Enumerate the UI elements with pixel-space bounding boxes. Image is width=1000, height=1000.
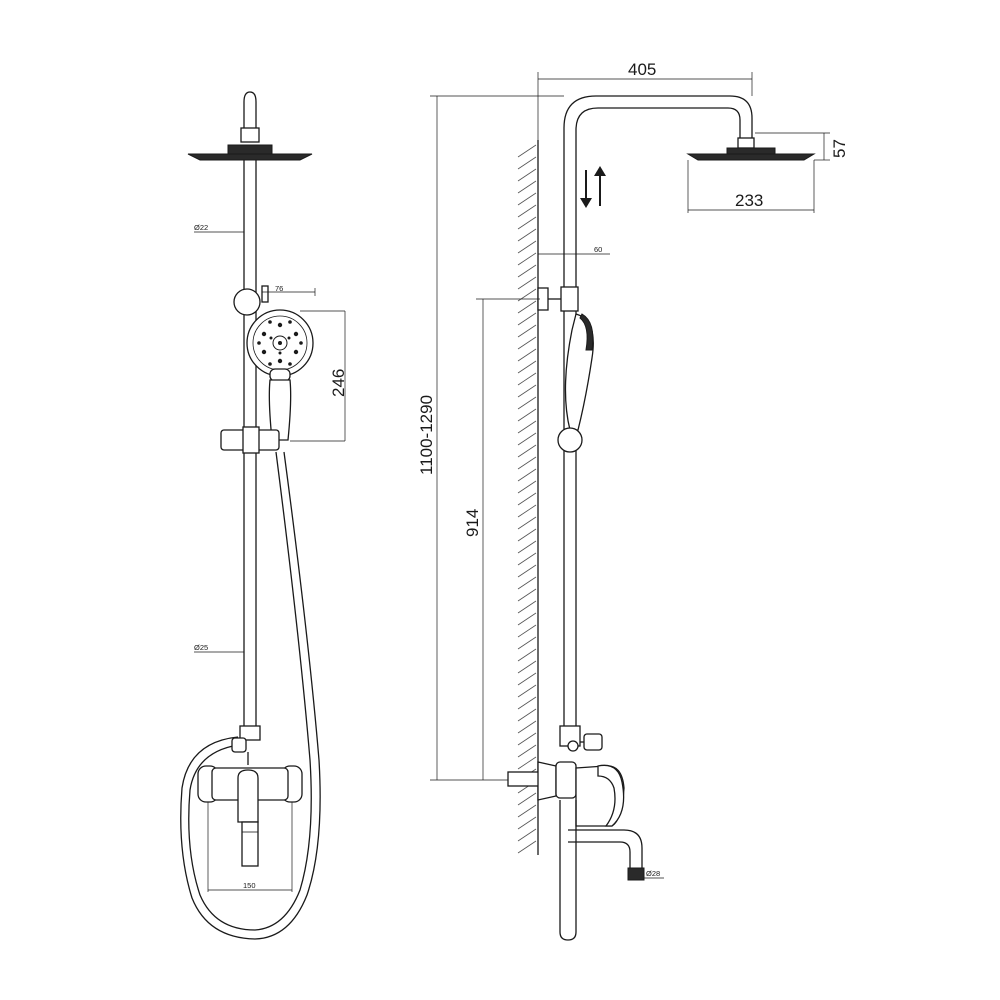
- side-spout-outlet: [627, 867, 645, 881]
- side-overhead-head: [686, 153, 816, 161]
- front-hose-inner: [180, 451, 321, 940]
- side-head-base: [726, 147, 776, 155]
- front-hand-shower-button: [269, 368, 291, 382]
- side-bracket-clamp: [560, 286, 579, 312]
- front-d25-label: Ø25: [194, 643, 208, 652]
- front-slide-clamp: [242, 426, 260, 454]
- side-inlet-flange: [537, 761, 557, 801]
- front-head-connector: [240, 127, 260, 143]
- front-overhead-head: [187, 153, 313, 161]
- front-hand-shower-nozzles: [257, 320, 303, 366]
- front-mixer-lever: [237, 769, 259, 823]
- front-d22-label: Ø22: [194, 223, 208, 232]
- front-diverter-knob: [231, 737, 247, 753]
- front-bracket-screw: [261, 285, 269, 303]
- side-spout-outer: [568, 829, 643, 868]
- front-wall-bracket: [233, 288, 261, 316]
- side-view: 405 57 233 60 1100: [417, 60, 849, 941]
- side-57-label: 57: [830, 139, 849, 158]
- front-spout: [241, 821, 259, 867]
- side-spout-inner: [568, 841, 631, 868]
- front-76-label: 76: [275, 284, 283, 293]
- front-hose-outer: [188, 451, 312, 931]
- side-head-connector: [737, 137, 755, 149]
- side-slide-holder: [557, 427, 583, 453]
- side-wall-hatching: [517, 144, 537, 854]
- front-150-label: 150: [243, 881, 256, 890]
- side-diverter-knob: [583, 733, 603, 751]
- side-arm-inner: [575, 107, 741, 740]
- side-diverter-nut: [567, 740, 579, 752]
- side-mixer-lever: [597, 764, 625, 827]
- side-233-label: 233: [735, 191, 763, 210]
- side-60-label: 60: [594, 245, 602, 254]
- side-d28-label: Ø28: [646, 869, 660, 878]
- side-hand-shower-nozzle-face: [579, 313, 594, 351]
- side-arm-outer: [563, 95, 753, 740]
- side-914-label: 914: [463, 509, 482, 537]
- front-head-base: [227, 144, 273, 155]
- front-hand-shower-handle: [268, 379, 292, 441]
- side-405-label: 405: [628, 60, 656, 79]
- side-mixer-connector: [555, 761, 577, 799]
- side-inlet-pipe: [507, 771, 541, 787]
- front-top-elbow: [243, 91, 257, 128]
- front-view: Ø22 76: [180, 91, 348, 940]
- front-diverter-connector: [239, 725, 261, 741]
- height-adjust-arrows-icon: [580, 166, 606, 208]
- side-total-label: 1100-1290: [417, 395, 436, 475]
- side-bottom-rail: [559, 800, 577, 941]
- front-246-label: 246: [329, 369, 348, 397]
